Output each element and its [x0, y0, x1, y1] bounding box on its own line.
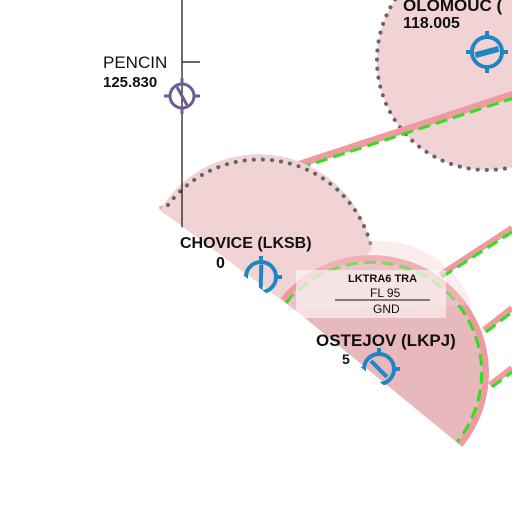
reporting-point-frequency: 125.830 [103, 74, 158, 91]
olomouc-airport-name: OLOMOUC ( [403, 0, 503, 15]
tra-lower-limit: GND [373, 302, 400, 316]
reporting-point-name: PENCIN [103, 53, 168, 72]
lkpj-airport-frequency: 5 [342, 351, 350, 367]
tra-label-box [296, 270, 446, 318]
lkpj-airport-name: OSTEJOV (LKPJ) [316, 331, 456, 350]
tra-name: LKTRA6 TRA [348, 273, 418, 285]
reporting-point-icon[interactable] [164, 78, 200, 114]
olomouc-airport-frequency: 118.005 [403, 15, 460, 32]
map-blank-area [0, 210, 460, 512]
tra-upper-limit: FL 95 [370, 286, 401, 300]
lksb-airport-frequency: 0 [216, 255, 225, 272]
lksb-airport-name: CHOVICE (LKSB) [180, 235, 312, 252]
right-airspace-boundary [438, 225, 512, 389]
olomouc-airport-icon[interactable] [466, 31, 508, 73]
